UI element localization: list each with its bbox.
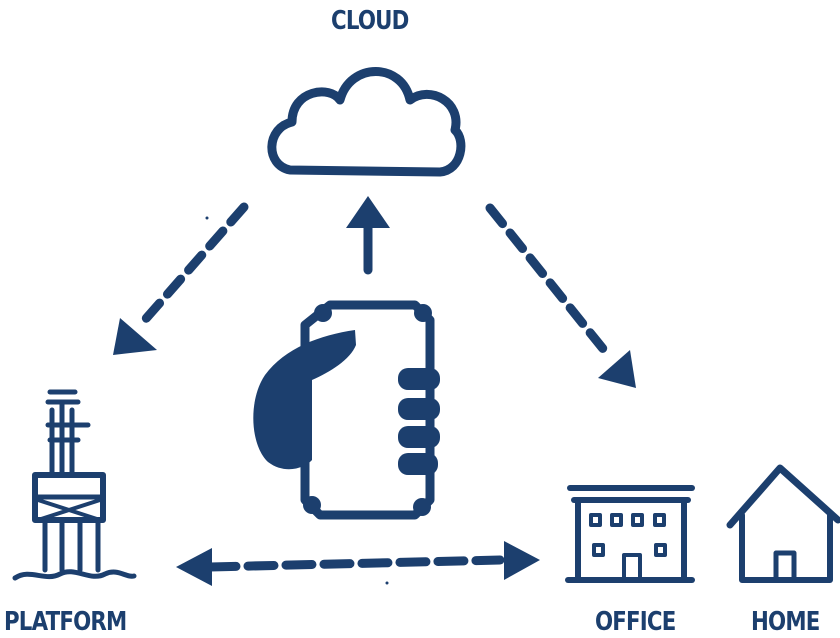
cloud-icon bbox=[267, 67, 466, 177]
connectivity-diagram bbox=[12, 67, 840, 586]
home-label: HOME bbox=[751, 607, 820, 637]
up-arrow-icon bbox=[346, 196, 390, 275]
cloud-to-platform-arrow bbox=[113, 202, 249, 355]
oil-platform-icon bbox=[12, 389, 137, 581]
ink-speck bbox=[385, 581, 389, 585]
cloud-label: CLOUD bbox=[331, 6, 409, 36]
platform-label: PLATFORM bbox=[4, 607, 127, 637]
office-label: OFFICE bbox=[595, 607, 676, 637]
ink-speck bbox=[205, 216, 209, 220]
office-building-icon bbox=[565, 485, 695, 583]
platform-office-double-arrow bbox=[176, 541, 540, 586]
cloud-to-office-arrow bbox=[485, 203, 636, 388]
house-icon bbox=[726, 464, 840, 583]
phone-in-hand-icon bbox=[253, 300, 440, 520]
